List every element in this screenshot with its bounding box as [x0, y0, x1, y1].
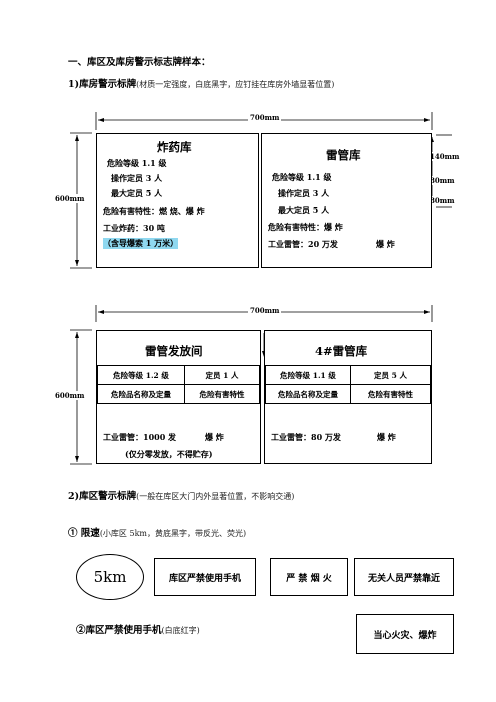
detonating-cord-note: （含导爆索 1 万米） — [103, 238, 179, 249]
right-dim-label-2: 80mm — [430, 176, 455, 185]
hazard-type: 爆 炸 — [376, 239, 395, 249]
issue-note: (仅分零发放，不得贮存) — [125, 449, 213, 459]
section1-note: (材质一定强度，白底黑字，应钉挂在库房外墙显著位置) — [136, 80, 335, 89]
height-label-2: 600mm — [55, 391, 85, 400]
sign-title: 雷管库 — [326, 148, 361, 162]
sign-explosives-store: 炸药库 危险等级 1.1 级 操作定员 3 人 最大定员 5 人 危险有害特性：… — [96, 133, 259, 268]
subsection1-title: ① 限速(小库区 5km，黄底黑字，带反光、荧光) — [68, 525, 246, 539]
operator-quota: 操作定员 3 人 — [278, 188, 330, 198]
detonator-quantity: 工业雷管：20 万发 — [268, 239, 338, 249]
hazard-type: 爆 炸 — [205, 432, 224, 442]
section2-label: 2)库区警示标牌 — [68, 491, 137, 502]
width-label-2: 700mm — [248, 306, 282, 315]
right-dim-label-1: 140mm — [430, 152, 460, 161]
explosive-quantity: 工业炸药：30 吨 — [103, 223, 165, 233]
material-header-cell: 危险品名称及定量 — [265, 384, 351, 404]
max-quota: 最大定员 5 人 — [278, 205, 330, 215]
section1-title: 1)库房警示标牌(材质一定强度，白底黑字，应钉挂在库房外墙显著位置) — [68, 76, 334, 90]
no-smoking-sign: 严 禁 烟 火 — [270, 558, 348, 596]
detonator-quantity: 工业雷管：80 万发 — [271, 432, 341, 442]
speed-limit-sign: 5km — [76, 554, 144, 600]
max-quota: 最大定员 5 人 — [111, 188, 163, 198]
quota-cell: 定员 5 人 — [350, 365, 431, 385]
hazard-level-cell: 危险等级 1.1 级 — [265, 365, 351, 385]
no-phone-sign: 库区严禁使用手机 — [154, 558, 256, 596]
quota-cell: 定员 1 人 — [184, 365, 260, 385]
subsection2-note: (白底红字) — [161, 626, 200, 635]
hazard-property: 危险有害特性：燃 烧、爆 炸 — [103, 206, 205, 216]
height-label-1: 600mm — [55, 194, 85, 203]
section1-label: 1)库房警示标牌 — [68, 79, 137, 90]
operator-quota: 操作定员 3 人 — [111, 173, 163, 183]
subsection2-title: ②库区严禁使用手机(白底红字) — [76, 622, 200, 636]
right-dim-label-3: 80mm — [430, 196, 455, 205]
subsection1-label: ① 限速 — [68, 528, 100, 539]
fire-explosion-warning-sign: 当心火灾、爆炸 — [356, 614, 454, 654]
sign-title: 4#雷管库 — [315, 344, 368, 358]
detonator-quantity: 工业雷管：1000 发 — [103, 432, 177, 442]
page-heading: 一、库区及库房警示标志牌样本： — [68, 57, 211, 68]
hazard-level: 危险等级 1.1 级 — [107, 158, 167, 168]
width-label-1: 700mm — [248, 113, 282, 122]
section2-note: (一般在库区大门内外显著位置，不影响交通) — [136, 492, 295, 501]
hazard-level-cell: 危险等级 1.2 级 — [97, 365, 185, 385]
hazard-header-cell: 危险有害特性 — [350, 384, 431, 404]
material-header-cell: 危险品名称及定量 — [97, 384, 185, 404]
hazard-level: 危险等级 1.1 级 — [272, 172, 332, 182]
sign-detonator-issue-room: 雷管发放间 危险等级 1.2 级 定员 1 人 危险品名称及定量 危险有害特性 … — [96, 330, 261, 464]
section2-title: 2)库区警示标牌(一般在库区大门内外显著位置，不影响交通) — [68, 488, 294, 502]
sign-title: 炸药库 — [157, 140, 192, 154]
no-entry-sign: 无关人员严禁靠近 — [354, 558, 454, 596]
hazard-type: 爆 炸 — [377, 432, 396, 442]
sign-title: 雷管发放间 — [145, 344, 203, 358]
subsection1-note: (小库区 5km，黄底黑字，带反光、荧光) — [99, 529, 247, 538]
hazard-property: 危险有害特性：爆 炸 — [268, 222, 343, 232]
hazard-header-cell: 危险有害特性 — [184, 384, 260, 404]
subsection2-label: ②库区严禁使用手机 — [76, 625, 162, 636]
sign-detonator-store: 雷管库 危险等级 1.1 级 操作定员 3 人 最大定员 5 人 危险有害特性：… — [261, 133, 432, 268]
sign-detonator-store-4: 4#雷管库 危险等级 1.1 级 定员 5 人 危险品名称及定量 危险有害特性 … — [264, 330, 432, 464]
